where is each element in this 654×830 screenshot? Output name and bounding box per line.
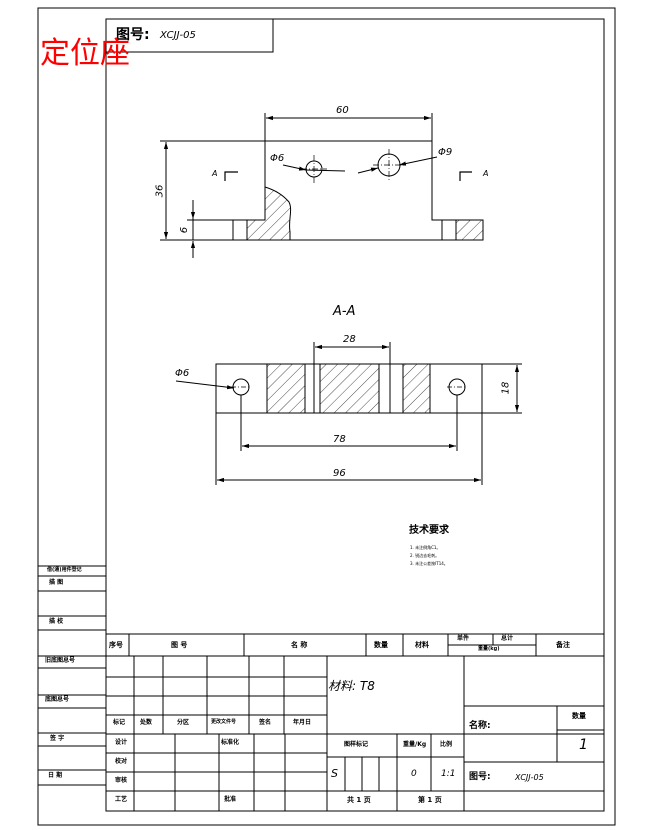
name-label: 名称: xyxy=(469,721,491,731)
approve-label: 批准 xyxy=(224,796,237,803)
parts-name: 名 称 xyxy=(291,641,308,649)
hole-large-label: Φ9 xyxy=(438,147,453,158)
scale-label: 比例 xyxy=(440,741,453,748)
weight-label: 重量/Kg xyxy=(403,741,427,748)
dim-height-18: 18 xyxy=(500,381,512,395)
drawing-no-label: 图号: xyxy=(116,27,150,43)
hole-small-label: Φ6 xyxy=(270,153,285,164)
part-title: 定位座 xyxy=(40,36,130,71)
sign-label: 审核 xyxy=(115,777,128,784)
rev-header: 处数 xyxy=(140,719,153,726)
left-row-label: 签 字 xyxy=(50,735,65,742)
left-row-label: 日 期 xyxy=(48,772,63,779)
left-row-label: 描 图 xyxy=(49,579,64,586)
left-column xyxy=(38,565,106,786)
material-spec: 材料: T8 xyxy=(328,679,375,693)
rev-header: 签名 xyxy=(259,719,272,726)
rev-header: 分区 xyxy=(177,719,190,726)
title-block-grid xyxy=(106,656,604,811)
tb-drawing-no-label: 图号: xyxy=(469,772,491,782)
dim-hole-phi6: Φ6 xyxy=(175,368,190,379)
parts-remark: 备注 xyxy=(556,641,570,649)
dim-width-60: 60 xyxy=(336,105,349,116)
dim-total-96: 96 xyxy=(333,468,346,479)
weight-value: 0 xyxy=(411,769,417,779)
scale-value: 1:1 xyxy=(441,769,456,779)
tech-req-item: 2. 锐边去毛刺。 xyxy=(410,553,440,558)
parts-single: 单件 xyxy=(457,635,470,642)
parts-material: 材料 xyxy=(415,641,429,649)
inner-frame xyxy=(105,18,605,812)
sheet-no: 第 1 页 xyxy=(418,796,442,804)
std-label: 标准化 xyxy=(221,739,240,746)
section-view xyxy=(175,342,522,485)
left-row-label: 旧底图总号 xyxy=(45,657,76,664)
section-mark-left: A xyxy=(212,169,218,178)
top-view xyxy=(160,113,484,258)
stage-label: 图样标记 xyxy=(344,741,369,748)
parts-code: 图 号 xyxy=(171,641,188,649)
drawing-no: XCJJ-05 xyxy=(160,30,196,41)
tb-drawing-no: XCJJ-05 xyxy=(515,773,544,782)
tech-req-item: 3. 未注公差按IT14。 xyxy=(410,561,448,566)
sign-label: 校对 xyxy=(115,758,128,765)
sheets-total: 共 1 页 xyxy=(347,796,371,804)
parts-qty: 数量 xyxy=(374,641,388,649)
sign-label: 工艺 xyxy=(115,796,128,803)
left-row-label: 描 校 xyxy=(49,618,64,625)
dim-slot-28: 28 xyxy=(343,334,356,345)
parts-weight: 重量(kg) xyxy=(478,646,500,652)
rev-header: 标记 xyxy=(113,719,126,726)
stage-mark: S xyxy=(331,767,338,780)
parts-total: 总计 xyxy=(501,635,514,642)
drawing-no-box xyxy=(105,18,274,53)
parts-seq: 序号 xyxy=(109,641,123,649)
rev-header: 更改文件号 xyxy=(211,719,237,725)
dim-base-6: 6 xyxy=(179,226,191,234)
dim-spacing-78: 78 xyxy=(333,434,346,445)
outer-frame xyxy=(37,7,616,826)
parts-list-grid xyxy=(106,633,604,657)
rev-header: 年月日 xyxy=(293,719,312,726)
tech-req-title: 技术要求 xyxy=(409,525,449,536)
tech-req-item: 1. 未注倒角C1。 xyxy=(410,545,441,550)
qty-value: 1 xyxy=(579,737,588,753)
left-row-label: 底图总号 xyxy=(45,696,70,703)
sign-label: 设计 xyxy=(115,739,128,746)
section-title: A-A xyxy=(333,304,356,319)
section-mark-right: A xyxy=(483,169,489,178)
qty-label: 数量 xyxy=(572,712,586,720)
left-row-label: 借(通)用件登记 xyxy=(47,567,82,573)
dim-height-36: 36 xyxy=(154,184,166,198)
